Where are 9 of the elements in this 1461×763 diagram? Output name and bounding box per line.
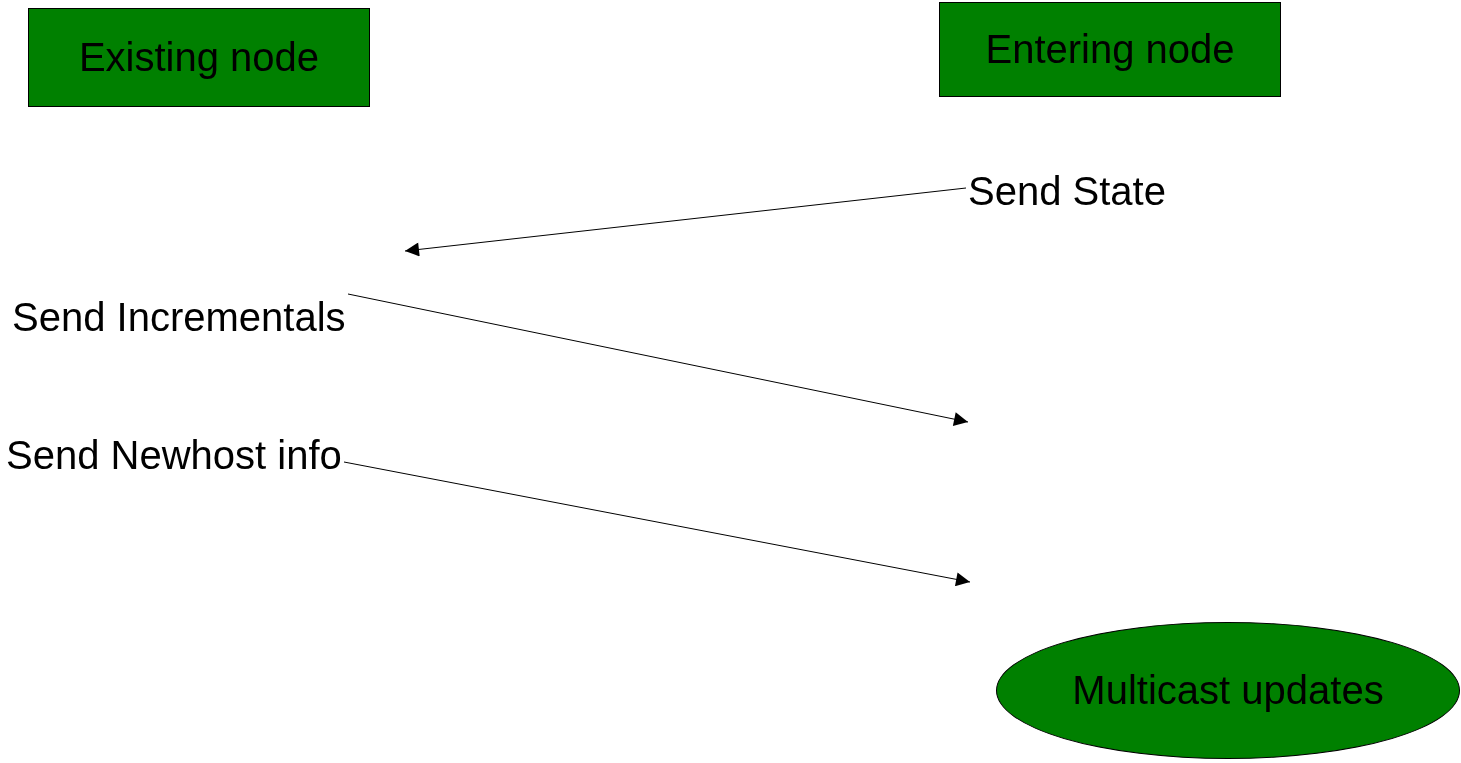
arrow [343, 461, 971, 587]
ellipse-node: Multicast updates [996, 622, 1460, 759]
message-label: Send Newhost info [6, 430, 342, 480]
node-box: Existing node [28, 8, 370, 107]
arrow [404, 187, 967, 257]
arrow [347, 293, 969, 426]
message-label: Send Incrementals [12, 292, 346, 342]
node-box: Entering node [939, 2, 1281, 97]
message-label: Send State [968, 166, 1166, 216]
